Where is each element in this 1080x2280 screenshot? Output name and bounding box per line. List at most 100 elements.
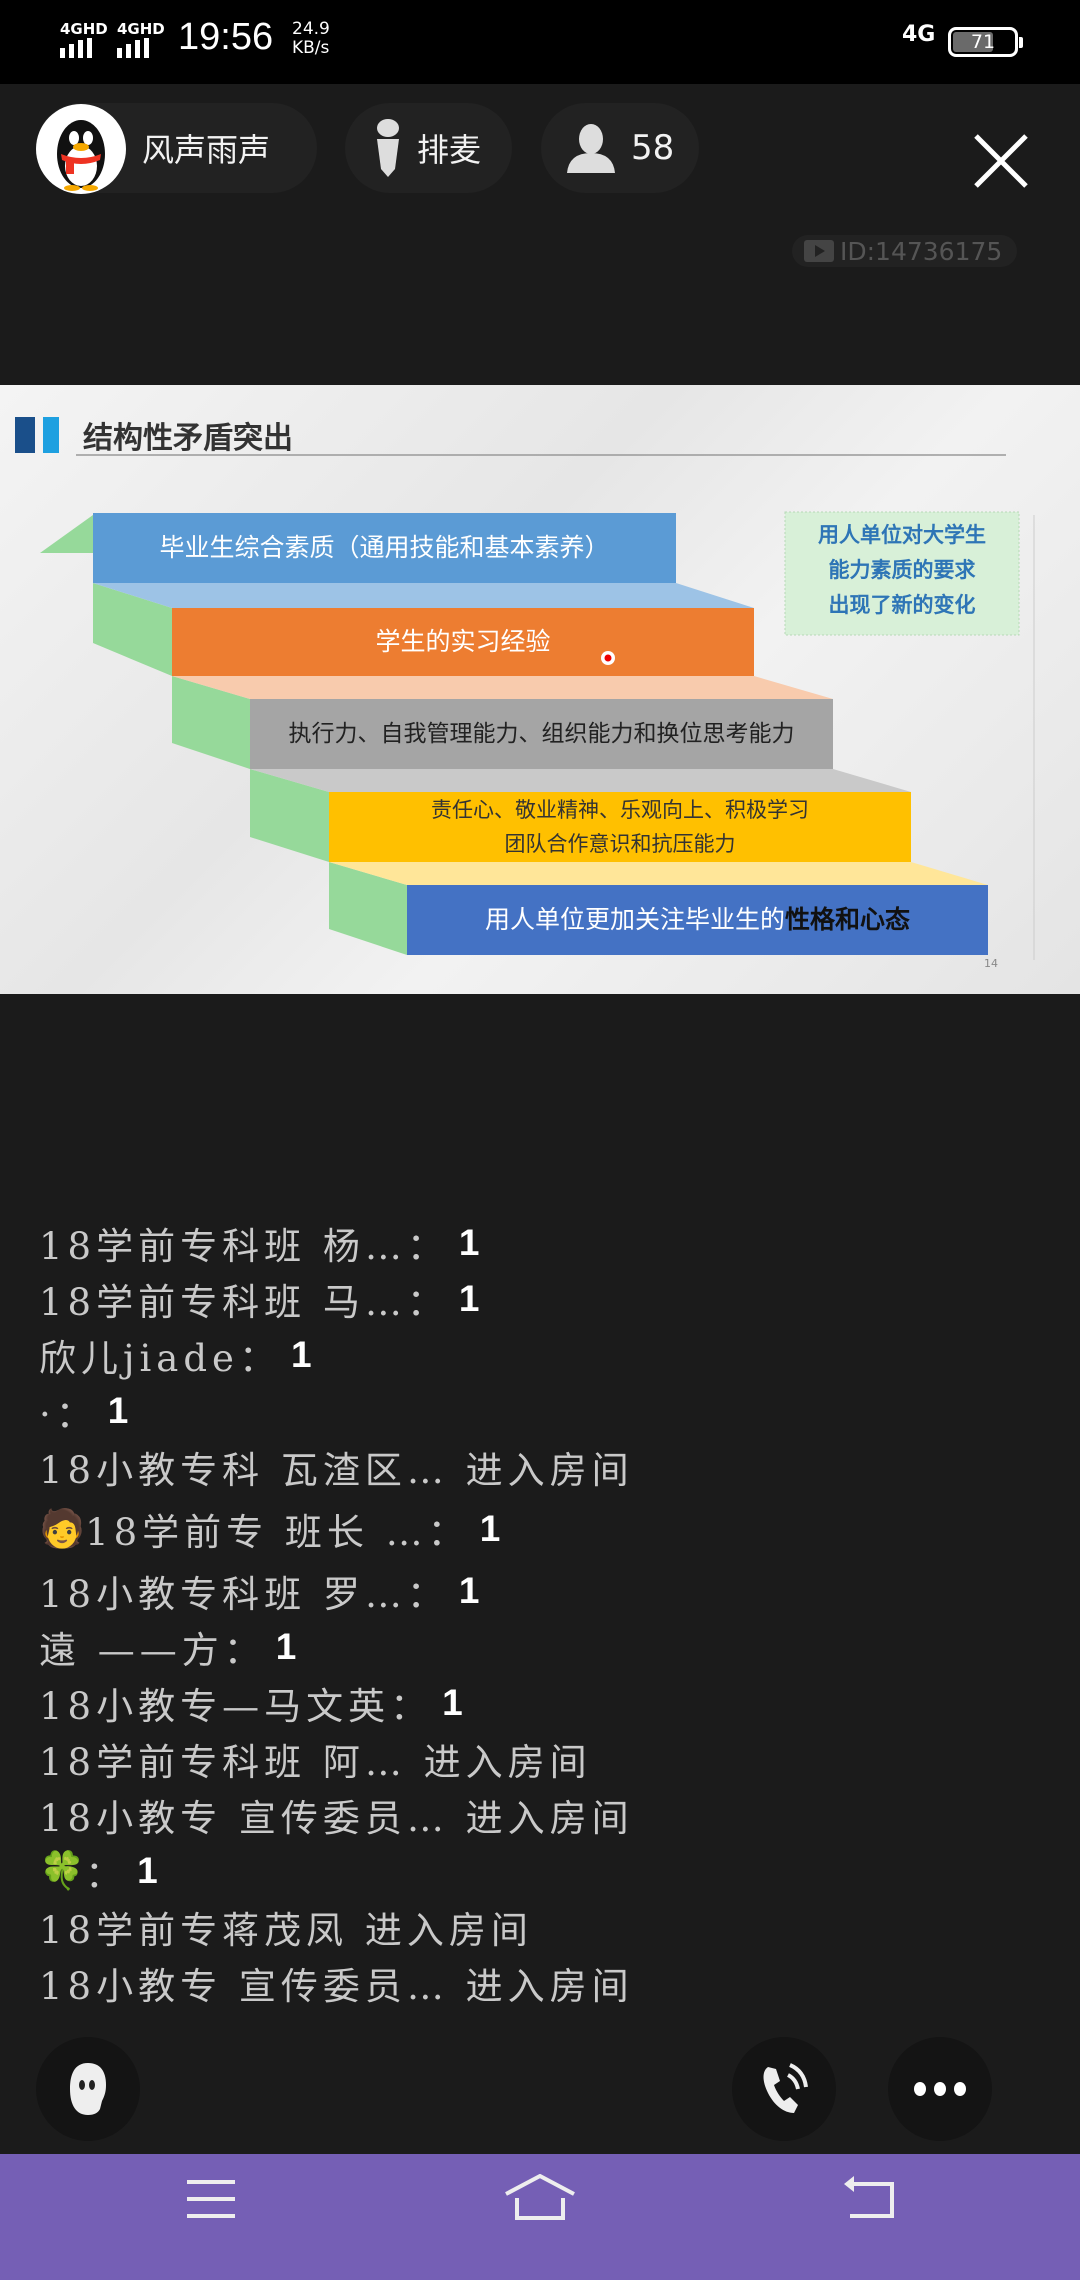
audience-button[interactable]: 58 xyxy=(541,103,699,193)
step-5-label: 用人单位更加关注毕业生的性格和心态 xyxy=(407,885,988,955)
laser-pointer xyxy=(604,654,612,662)
speed-unit: KB/s xyxy=(292,38,330,58)
voice-call-button[interactable] xyxy=(732,2037,836,2141)
chat-count: 1 xyxy=(137,1850,163,1891)
chat-message: 🍀：1 xyxy=(39,1843,1039,1899)
back-icon[interactable] xyxy=(842,2176,896,2220)
chat-text: 18学前专科班 马…： xyxy=(39,1281,449,1324)
battery-level: 71 xyxy=(970,31,996,53)
chat-count: 1 xyxy=(290,1334,317,1375)
chat-text: 18小教专 宣传委员… 进入房间 xyxy=(39,1965,634,2008)
arrow-tip xyxy=(40,515,93,553)
room-id: ID:14736175 xyxy=(840,236,1003,266)
chat-message: 18小教专 宣传委员… 进入房间 xyxy=(39,1955,1039,2011)
chat-text: 18学前专蒋茂凤 进入房间 xyxy=(39,1909,533,1952)
chat-message: ·：1 xyxy=(39,1383,1039,1439)
chat-text: 18学前专科班 阿… 进入房间 xyxy=(39,1741,592,1784)
chat-count: 1 xyxy=(458,1278,485,1319)
ghost-chat-icon xyxy=(70,2063,106,2115)
microphone-icon xyxy=(377,119,399,177)
step-4-line1: 责任心、敬业精神、乐观向上、积极学习 xyxy=(431,798,809,822)
title-bar-icon xyxy=(15,417,35,453)
side-note-line: 能力素质的要求 xyxy=(828,558,976,582)
chat-message: 18小教专科 瓦渣区… 进入房间 xyxy=(39,1439,1039,1495)
side-note-line: 用人单位对大学生 xyxy=(818,523,986,547)
chat-text: 18学前专 班长 …： xyxy=(85,1511,470,1554)
page-number: 14 xyxy=(984,957,998,970)
chat-message: 🧑18学前专 班长 …：1 xyxy=(39,1495,1039,1563)
mic-queue-button[interactable]: 排麦 xyxy=(345,103,512,193)
side-note: 用人单位对大学生 能力素质的要求 出现了新的变化 xyxy=(785,518,1019,623)
more-button[interactable] xyxy=(888,2037,992,2141)
host-name: 风声雨声 xyxy=(142,131,271,169)
penguin-icon xyxy=(57,120,105,191)
chat-count: 1 xyxy=(458,1570,485,1611)
step-5-emphasis: 性格和心态 xyxy=(785,905,911,934)
more-dots-icon xyxy=(914,2082,966,2096)
side-note-line: 出现了新的变化 xyxy=(828,593,976,617)
clover-icon: 🍀 xyxy=(39,1849,86,1892)
chat-count: 1 xyxy=(107,1390,134,1431)
side-note-box xyxy=(784,511,1020,636)
chat-count: 1 xyxy=(442,1682,468,1723)
chat-count: 1 xyxy=(458,1222,485,1263)
chat-text: 18小教专科班 罗…： xyxy=(39,1573,449,1616)
phone-icon xyxy=(763,2063,808,2113)
slide-title: 结构性矛盾突出 xyxy=(83,421,293,456)
menu-icon[interactable] xyxy=(185,2178,237,2222)
host-avatar[interactable] xyxy=(36,104,126,194)
user-emoji-icon: 🧑 xyxy=(39,1507,86,1550)
chat-message: 18学前专科班 杨…：1 xyxy=(39,1215,1039,1271)
chat-message: 遠 ——方：1 xyxy=(39,1619,1039,1675)
home-icon[interactable] xyxy=(504,2174,576,2222)
step-3-label: 执行力、自我管理能力、组织能力和换位思考能力 xyxy=(288,721,795,747)
chat-count: 1 xyxy=(275,1626,302,1667)
signal-icon xyxy=(117,38,149,58)
queue-label: 排麦 xyxy=(417,131,482,169)
clock: 19:56 xyxy=(178,16,274,58)
chat-text: 18小教专科 瓦渣区… 进入房间 xyxy=(39,1449,634,1492)
chat-text: ·： xyxy=(39,1393,98,1436)
chat-text: 18学前专科班 杨…： xyxy=(39,1225,449,1268)
video-icon xyxy=(804,240,834,262)
chat-message: 18学前专科班 阿… 进入房间 xyxy=(39,1731,1039,1787)
chat-count: 1 xyxy=(479,1508,506,1549)
step-3 xyxy=(250,699,833,769)
step-1 xyxy=(93,513,676,583)
chat-message: 18学前专科班 马…：1 xyxy=(39,1271,1039,1327)
chat-message: 18小教专—马文英：1 xyxy=(39,1675,1039,1731)
chat-text: 遠 ——方： xyxy=(39,1629,266,1672)
chat-text: 欣儿jiade： xyxy=(39,1337,281,1380)
staircase-diagram xyxy=(15,417,1035,960)
step-5 xyxy=(407,885,988,955)
speed-value: 24.9 xyxy=(292,19,330,39)
battery-icon: 71 xyxy=(948,27,1023,57)
chat-button[interactable] xyxy=(36,2037,140,2141)
room-id-badge: ID:14736175 xyxy=(792,235,1017,267)
signal-icon xyxy=(60,38,92,58)
chat-text: 18小教专 宣传委员… 进入房间 xyxy=(39,1797,634,1840)
chat-message: 18小教专科班 罗…：1 xyxy=(39,1563,1039,1619)
step-1-label: 毕业生综合素质（通用技能和基本素养） xyxy=(159,533,610,562)
close-icon[interactable] xyxy=(970,130,1032,192)
system-nav-bar xyxy=(0,2154,1080,2280)
step-2-label: 学生的实习经验 xyxy=(375,627,551,656)
step-4 xyxy=(329,792,911,862)
chat-message: 欣儿jiade：1 xyxy=(39,1327,1039,1383)
step-4-label: 责任心、敬业精神、乐观向上、积极学习团队合作意识和抗压能力 xyxy=(329,792,911,862)
chat-message: 18学前专蒋茂凤 进入房间 xyxy=(39,1899,1039,1955)
sim1-label: 4GHD xyxy=(60,20,108,38)
chat-text: 18小教专—马文英： xyxy=(39,1685,433,1728)
audience-count: 58 xyxy=(631,128,675,168)
sim2-label: 4GHD xyxy=(117,20,165,38)
step-5-text: 用人单位更加关注毕业生的 xyxy=(484,905,785,934)
step-2 xyxy=(172,608,754,676)
chat-message: 18小教专 宣传委员… 进入房间 xyxy=(39,1787,1039,1843)
shared-slide: 结构性矛盾突出 毕业生综合素质（通用技能和基本素养） 学生的实习经验 执行力、自… xyxy=(0,385,1080,994)
chat-text: ： xyxy=(85,1853,128,1896)
person-icon xyxy=(567,124,615,173)
network-type: 4G xyxy=(902,22,936,47)
